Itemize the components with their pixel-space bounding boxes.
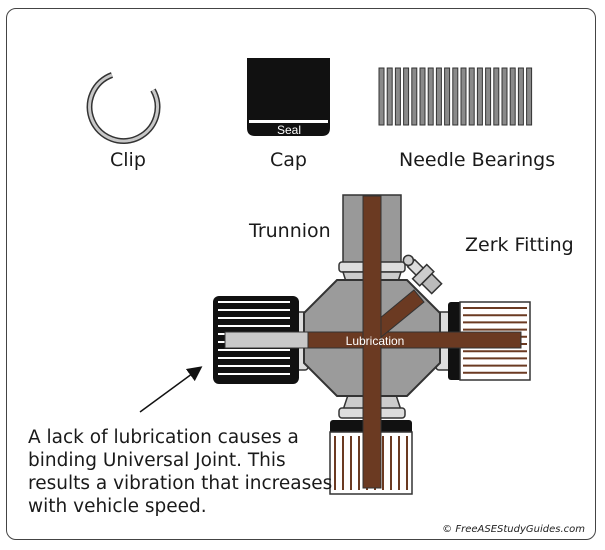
needle-roller xyxy=(468,67,475,126)
caption: A lack of lubrication causes a binding U… xyxy=(28,426,333,518)
needle-roller xyxy=(378,67,385,126)
lubrication-label: Lubrication xyxy=(346,334,405,348)
caption-line: A lack of lubrication causes a xyxy=(28,427,299,448)
needle-roller xyxy=(444,67,451,126)
needle-bearings-label: Needle Bearings xyxy=(399,149,556,171)
diagram-frame xyxy=(6,8,596,540)
needle-roller xyxy=(435,67,442,126)
needle-roller xyxy=(517,67,524,126)
clip-icon xyxy=(86,72,161,144)
needle-roller xyxy=(403,67,410,126)
needle-roller xyxy=(509,67,516,126)
needle-roller xyxy=(460,67,467,126)
seal-label: Seal xyxy=(277,123,301,137)
cap-icon xyxy=(247,58,330,136)
caption-line: with vehicle speed. xyxy=(28,496,207,517)
pointer-arrow-icon xyxy=(139,366,203,413)
cap-label: Cap xyxy=(270,149,307,171)
trunnion-label: Trunnion xyxy=(249,220,331,242)
needle-roller xyxy=(411,67,418,126)
zerk-fitting-label: Zerk Fitting xyxy=(465,234,574,256)
caption-line: binding Universal Joint. This xyxy=(28,450,286,471)
needle-roller xyxy=(427,67,434,126)
needle-bearings-icon xyxy=(378,67,533,126)
needle-roller xyxy=(386,67,393,126)
copyright-text: © FreeASEStudyGuides.com xyxy=(442,524,585,535)
needle-roller xyxy=(452,67,459,126)
needle-roller xyxy=(493,67,500,126)
universal-joint-icon xyxy=(213,194,531,495)
caption-line: results a vibration that increases xyxy=(28,473,333,494)
clip-label: Clip xyxy=(110,149,146,171)
needle-roller xyxy=(485,67,492,126)
needle-roller xyxy=(501,67,508,126)
needle-roller xyxy=(526,67,533,126)
zerk-fitting-icon xyxy=(402,254,443,295)
needle-roller xyxy=(476,67,483,126)
needle-roller xyxy=(419,67,426,126)
needle-roller xyxy=(394,67,401,126)
